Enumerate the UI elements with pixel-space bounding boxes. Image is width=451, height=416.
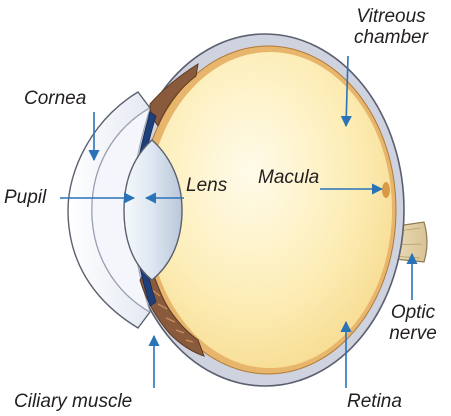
lens-label: Lens (186, 175, 227, 196)
retina-label: Retina (347, 391, 402, 412)
vitreous-chamber-label: Vitreous chamber (344, 6, 438, 48)
macula (382, 182, 390, 198)
optic-nerve-label: Optic nerve (381, 302, 445, 344)
optic-label-line1: Optic (381, 302, 445, 323)
optic-label-line2: nerve (381, 323, 445, 344)
vitreous-label-line2: chamber (344, 27, 438, 48)
pupil-label: Pupil (4, 187, 46, 208)
cornea-label: Cornea (24, 88, 86, 109)
vitreous-label-line1: Vitreous (344, 6, 438, 27)
macula-label: Macula (258, 167, 319, 188)
ciliary-muscle-label: Ciliary muscle (14, 391, 132, 412)
vitreous-chamber (148, 52, 392, 368)
